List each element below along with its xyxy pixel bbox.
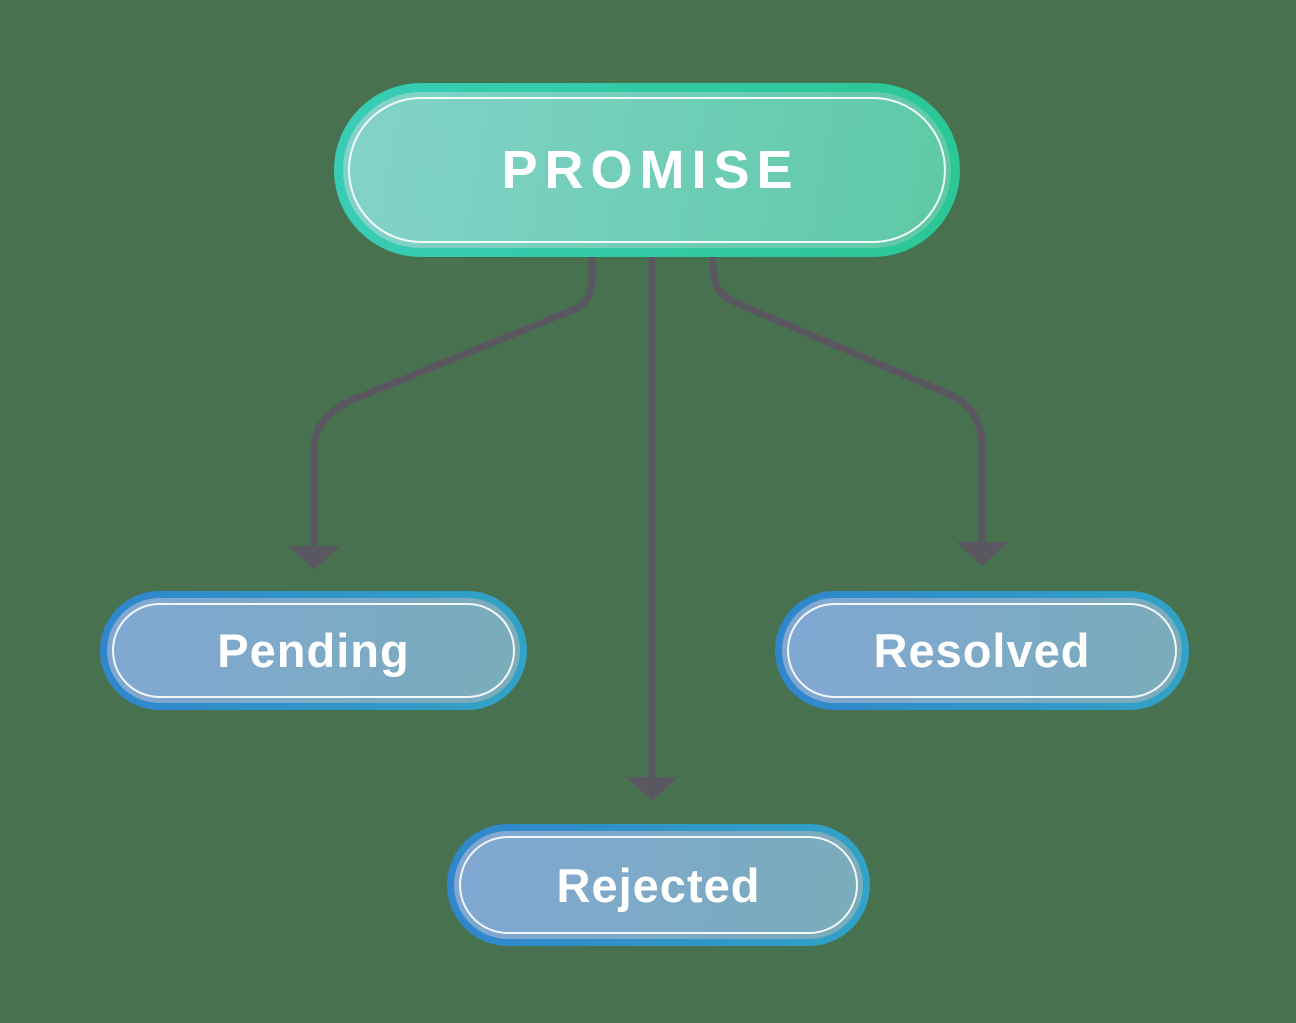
node-resolved-label: Resolved — [873, 624, 1091, 677]
arrow-promise-to-pending — [310, 257, 596, 546]
node-rejected-label: Rejected — [556, 858, 761, 912]
node-resolved: Resolved — [775, 591, 1189, 710]
arrowhead-pending — [288, 546, 340, 570]
node-promise-label: PROMISE — [501, 140, 800, 200]
arrowhead-resolved — [956, 542, 1008, 566]
node-resolved-body: Resolved — [782, 598, 1182, 703]
node-rejected: Rejected — [447, 824, 870, 946]
arrowhead-rejected — [626, 777, 678, 801]
node-promise: PROMISE — [334, 83, 960, 257]
arrow-promise-to-resolved — [709, 257, 986, 542]
node-pending: Pending — [100, 591, 527, 710]
node-pending-label: Pending — [217, 624, 410, 677]
node-promise-body: PROMISE — [343, 92, 951, 248]
node-rejected-body: Rejected — [454, 831, 863, 939]
node-pending-body: Pending — [107, 598, 520, 703]
